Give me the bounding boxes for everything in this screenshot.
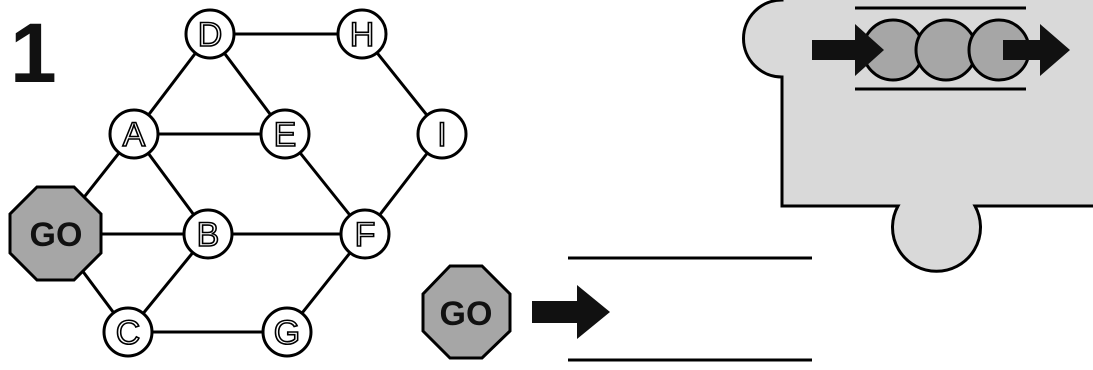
bead-2-icon [914, 18, 978, 82]
answer-area: GO [421, 256, 812, 362]
node-g-circle [261, 306, 313, 358]
node-c: C [102, 306, 154, 358]
node-f-circle [339, 208, 391, 260]
puzzle-piece-icon [742, 0, 1093, 273]
node-i-circle [416, 108, 468, 160]
puzzle-arrow-out-icon [1003, 24, 1070, 76]
node-g-label: G [274, 314, 300, 352]
puzzle-arrow-in-icon [812, 24, 884, 76]
answer-go-label: GO [440, 295, 493, 333]
node-e: E [259, 108, 311, 160]
node-e-circle [259, 108, 311, 160]
answer-arrow-icon [532, 285, 610, 339]
node-a-circle [108, 108, 160, 160]
node-d: D [184, 8, 236, 60]
go-start-node: GO [8, 185, 103, 282]
node-f: F [339, 208, 391, 260]
node-h: H [336, 8, 388, 60]
node-a: A [108, 108, 160, 160]
node-a-label: A [123, 116, 146, 154]
node-d-label: D [198, 16, 223, 54]
puzzle-number: 1 [10, 6, 57, 100]
go-start-label: GO [30, 216, 83, 254]
node-b: B [182, 208, 234, 260]
node-c-circle [102, 306, 154, 358]
answer-go-octagon [421, 264, 512, 360]
node-h-label: H [350, 16, 375, 54]
node-i-label: I [437, 116, 446, 154]
node-h-circle [336, 8, 388, 60]
graph-edges [53, 32, 444, 334]
node-g: G [261, 306, 313, 358]
node-b-circle [182, 208, 234, 260]
node-f-label: F [355, 216, 376, 254]
node-i: I [416, 108, 468, 160]
node-b-label: B [197, 216, 220, 254]
node-e-label: E [274, 116, 297, 154]
node-d-circle [184, 8, 236, 60]
go-octagon-shape [8, 185, 103, 282]
node-c-label: C [116, 314, 141, 352]
